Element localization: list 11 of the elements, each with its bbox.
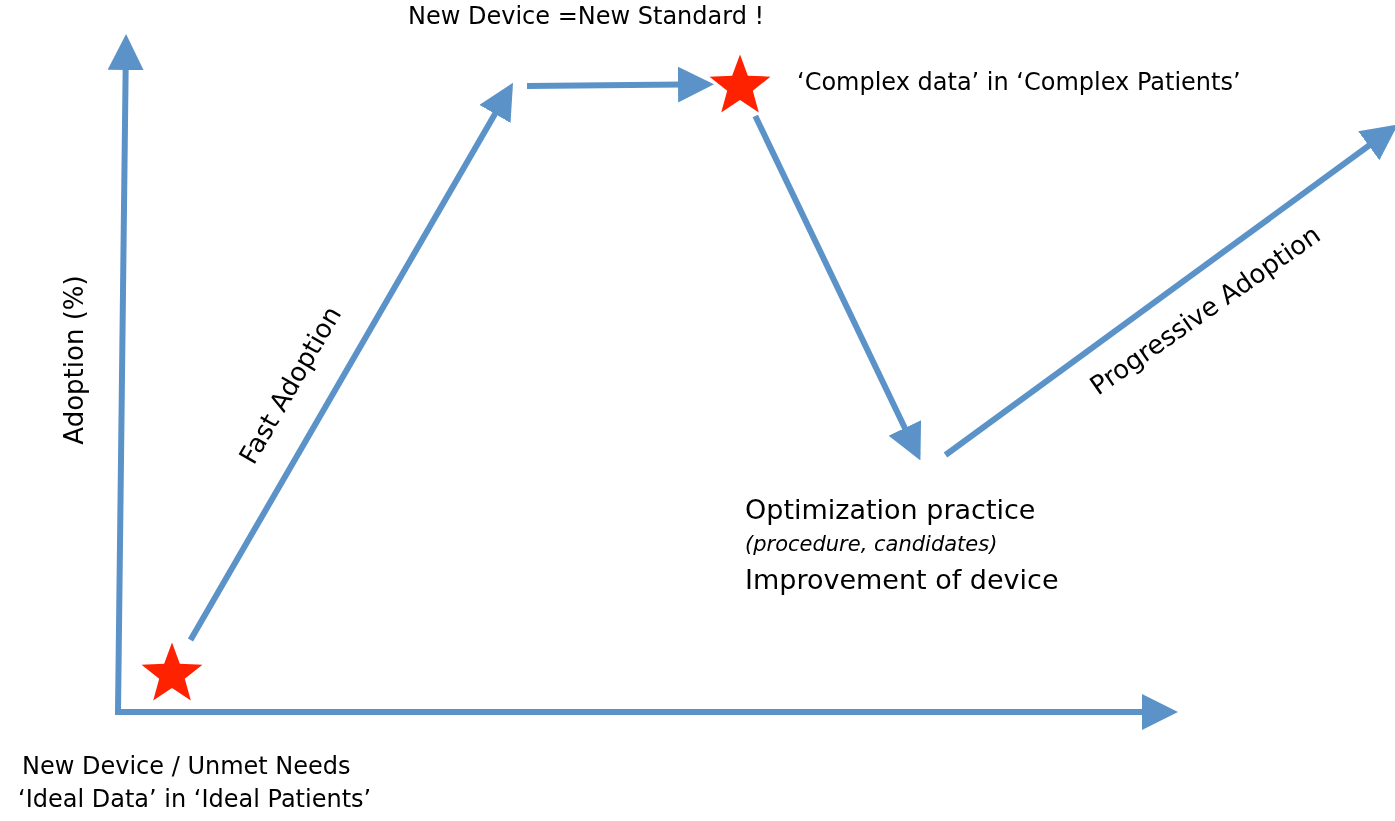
annotation-text: New Device / Unmet Needs xyxy=(22,752,351,780)
arrow xyxy=(943,124,1395,458)
annotation-text: New Device =New Standard ! xyxy=(408,2,765,30)
arrow xyxy=(752,114,922,461)
arrow xyxy=(526,66,714,103)
annotation-text: Improvement of device xyxy=(745,562,1060,597)
annotation-text: (procedure, candidates) xyxy=(745,531,999,559)
annotation-text: ‘Complex data’ in ‘Complex Patients’ xyxy=(797,68,1241,96)
axis-label: Adoption (%) xyxy=(59,275,89,445)
annotation-text: ‘Ideal Data’ in ‘Ideal Patients’ xyxy=(18,785,372,813)
annotation-text: Optimization practice xyxy=(745,493,1037,527)
